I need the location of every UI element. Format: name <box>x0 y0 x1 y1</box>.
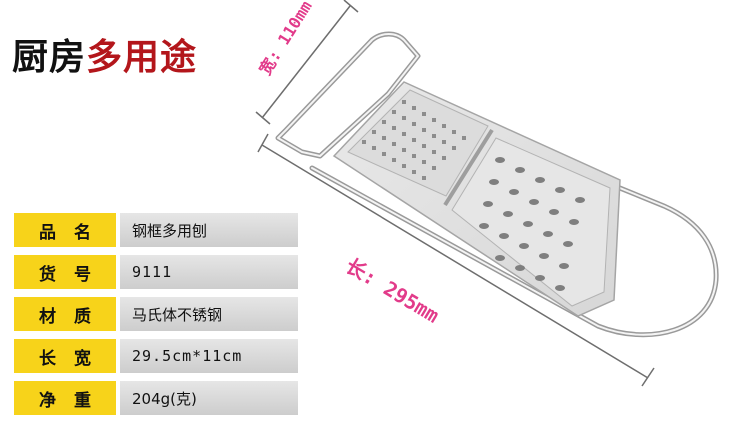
spec-row-weight: 净重 204g(克) <box>14 381 298 415</box>
spec-label: 长宽 <box>14 339 116 373</box>
spec-label-char: 质 <box>74 306 91 327</box>
spec-table: 品名 钢框多用刨 货号 9111 材质 马氏体不锈钢 长宽 29.5cm*11c… <box>14 213 298 423</box>
spec-value: 204g(克) <box>120 381 298 415</box>
spec-row-item-number: 货号 9111 <box>14 255 298 289</box>
spec-label: 材质 <box>14 297 116 331</box>
title-part-red: 多用途 <box>86 36 198 78</box>
spec-value: 9111 <box>120 255 298 289</box>
spec-value: 29.5cm*11cm <box>120 339 298 373</box>
spec-label-char: 重 <box>74 390 91 411</box>
spec-label-char: 货 <box>39 264 56 285</box>
coarse-grating-holes <box>479 157 585 291</box>
spec-label: 品名 <box>14 213 116 247</box>
spec-label-char: 名 <box>74 222 91 243</box>
fine-grating-teeth <box>362 100 466 180</box>
spec-value: 马氏体不锈钢 <box>120 297 298 331</box>
spec-label: 货号 <box>14 255 116 289</box>
title-part-dark: 厨房 <box>12 36 87 78</box>
width-dimension-line <box>255 0 359 125</box>
spec-label-char: 宽 <box>74 348 91 369</box>
spec-label-char: 材 <box>39 306 56 327</box>
length-dimension-line <box>257 133 655 387</box>
spec-label-char: 品 <box>39 222 56 243</box>
spec-label: 净重 <box>14 381 116 415</box>
spec-row-name: 品名 钢框多用刨 <box>14 213 298 247</box>
spec-row-dimensions: 长宽 29.5cm*11cm <box>14 339 298 373</box>
spec-label-char: 号 <box>74 264 91 285</box>
spec-label-char: 净 <box>39 390 56 411</box>
spec-value: 钢框多用刨 <box>120 213 298 247</box>
grater-frame <box>275 31 719 338</box>
page-title: 厨房多用途 <box>12 28 197 80</box>
spec-label-char: 长 <box>39 348 56 369</box>
spec-row-material: 材质 马氏体不锈钢 <box>14 297 298 331</box>
